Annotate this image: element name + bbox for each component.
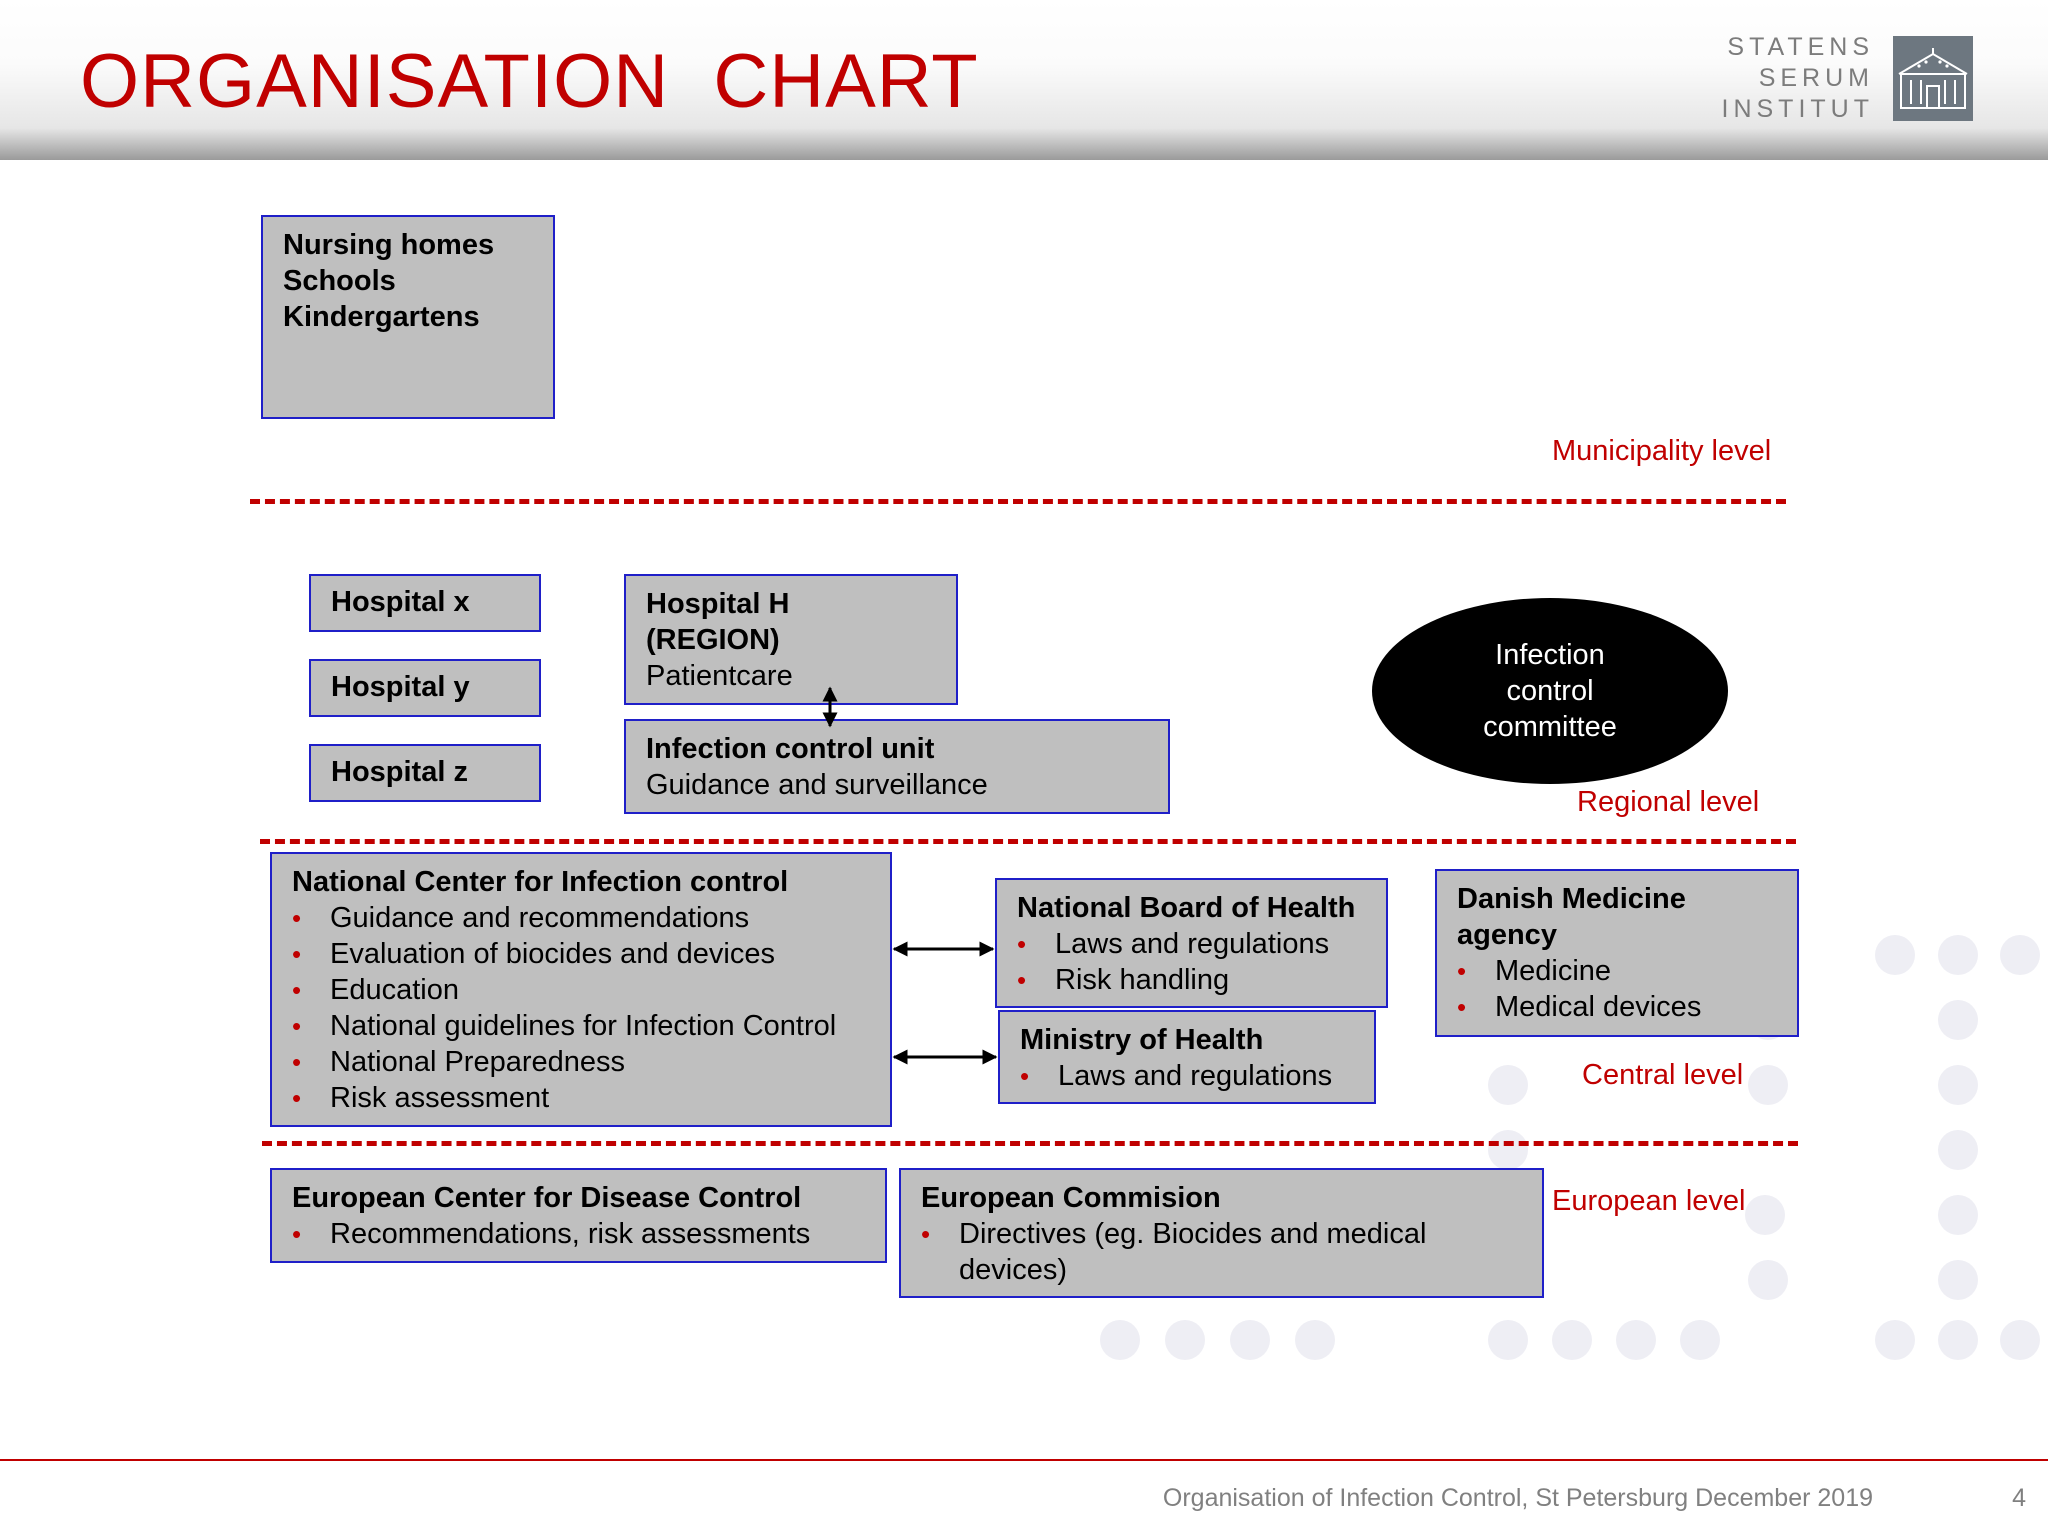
list-item: Risk handling [1017, 962, 1366, 998]
logo-line: STATENS [1727, 33, 1874, 61]
box-line: Nursing homes [283, 229, 495, 261]
ministry-of-health-box: Ministry of Health Laws and regulations [998, 1010, 1376, 1104]
header-bar [0, 0, 2048, 160]
list-item: Recommendations, risk assessments [292, 1216, 865, 1252]
level-label-european: European level [1552, 1185, 1746, 1217]
list-item: National guidelines for Infection Contro… [292, 1008, 870, 1044]
level-divider [250, 499, 1786, 504]
logo-wordmark: STATENS SERUM INSTITUT [1674, 32, 1874, 125]
box-line: Kindergartens [283, 301, 480, 333]
page-title: ORGANISATION CHART [80, 39, 979, 124]
list-item: Laws and regulations [1020, 1058, 1354, 1094]
box-line: National Board of Health [1017, 892, 1356, 924]
list-item: Laws and regulations [1017, 926, 1366, 962]
box-line: National Center for Infection control [292, 866, 789, 898]
hospital-y-box: Hospital y [309, 659, 541, 717]
box-line: Hospital x [331, 586, 470, 618]
municipality-institutions-box: Nursing homes Schools Kindergartens [261, 215, 555, 419]
box-line: Ministry of Health [1020, 1024, 1264, 1056]
hospital-h-box: Hospital H (REGION) Patientcare [624, 574, 958, 705]
level-divider [260, 839, 1796, 844]
ecdc-box: European Center for Disease Control Reco… [270, 1168, 887, 1263]
level-divider [262, 1141, 1798, 1146]
level-label-municipality: Municipality level [1552, 435, 1772, 467]
box-line: Patientcare [646, 660, 793, 692]
box-line: Danish Medicine [1457, 883, 1686, 915]
bullet-list: Medicine Medical devices [1457, 953, 1777, 1025]
infection-control-committee: Infection control committee [1372, 598, 1728, 784]
list-item: Directives (eg. Biocides and medical dev… [921, 1216, 1439, 1288]
level-label-central: Central level [1582, 1059, 1744, 1091]
national-center-box: National Center for Infection control Gu… [270, 852, 892, 1127]
logo-line: INSTITUT [1721, 95, 1874, 123]
page-number: 4 [2012, 1484, 2026, 1512]
danish-medicine-agency-box: Danish Medicine agency Medicine Medical … [1435, 869, 1799, 1037]
list-item: Medicine [1457, 953, 1777, 989]
list-item: Medical devices [1457, 989, 1777, 1025]
box-line: Hospital y [331, 671, 470, 703]
logo-line: SERUM [1758, 64, 1874, 92]
hospital-z-box: Hospital z [309, 744, 541, 802]
list-item: Education [292, 972, 870, 1008]
box-line: Hospital z [331, 756, 468, 788]
infection-control-unit-box: Infection control unit Guidance and surv… [624, 719, 1170, 814]
box-line: Infection control unit [646, 733, 935, 765]
box-line: Hospital H [646, 588, 790, 620]
box-line: Guidance and surveillance [646, 769, 988, 801]
list-item: Evaluation of biocides and devices [292, 936, 870, 972]
box-line: (REGION) [646, 624, 780, 656]
hospital-x-box: Hospital x [309, 574, 541, 632]
box-line: European Commision [921, 1182, 1221, 1214]
bullet-list: Recommendations, risk assessments [292, 1216, 865, 1252]
list-item: Guidance and recommendations [292, 900, 870, 936]
level-label-regional: Regional level [1577, 786, 1760, 818]
bullet-list: Laws and regulations Risk handling [1017, 926, 1366, 998]
box-line: agency [1457, 919, 1557, 951]
list-item: Risk assessment [292, 1080, 870, 1116]
bullet-list: Directives (eg. Biocides and medical dev… [921, 1216, 1522, 1288]
footer-caption: Organisation of Infection Control, St Pe… [1162, 1484, 1873, 1512]
box-line: Schools [283, 265, 396, 297]
national-board-of-health-box: National Board of Health Laws and regula… [995, 878, 1388, 1008]
bullet-list: Laws and regulations [1020, 1058, 1354, 1094]
european-commission-box: European Commision Directives (eg. Bioci… [899, 1168, 1544, 1298]
building-icon [1893, 36, 1973, 121]
committee-label: Infection control committee [1483, 639, 1617, 743]
footer-divider [0, 1459, 2048, 1461]
list-item: National Preparedness [292, 1044, 870, 1080]
box-line: European Center for Disease Control [292, 1182, 802, 1214]
bullet-list: Guidance and recommendations Evaluation … [292, 900, 870, 1116]
